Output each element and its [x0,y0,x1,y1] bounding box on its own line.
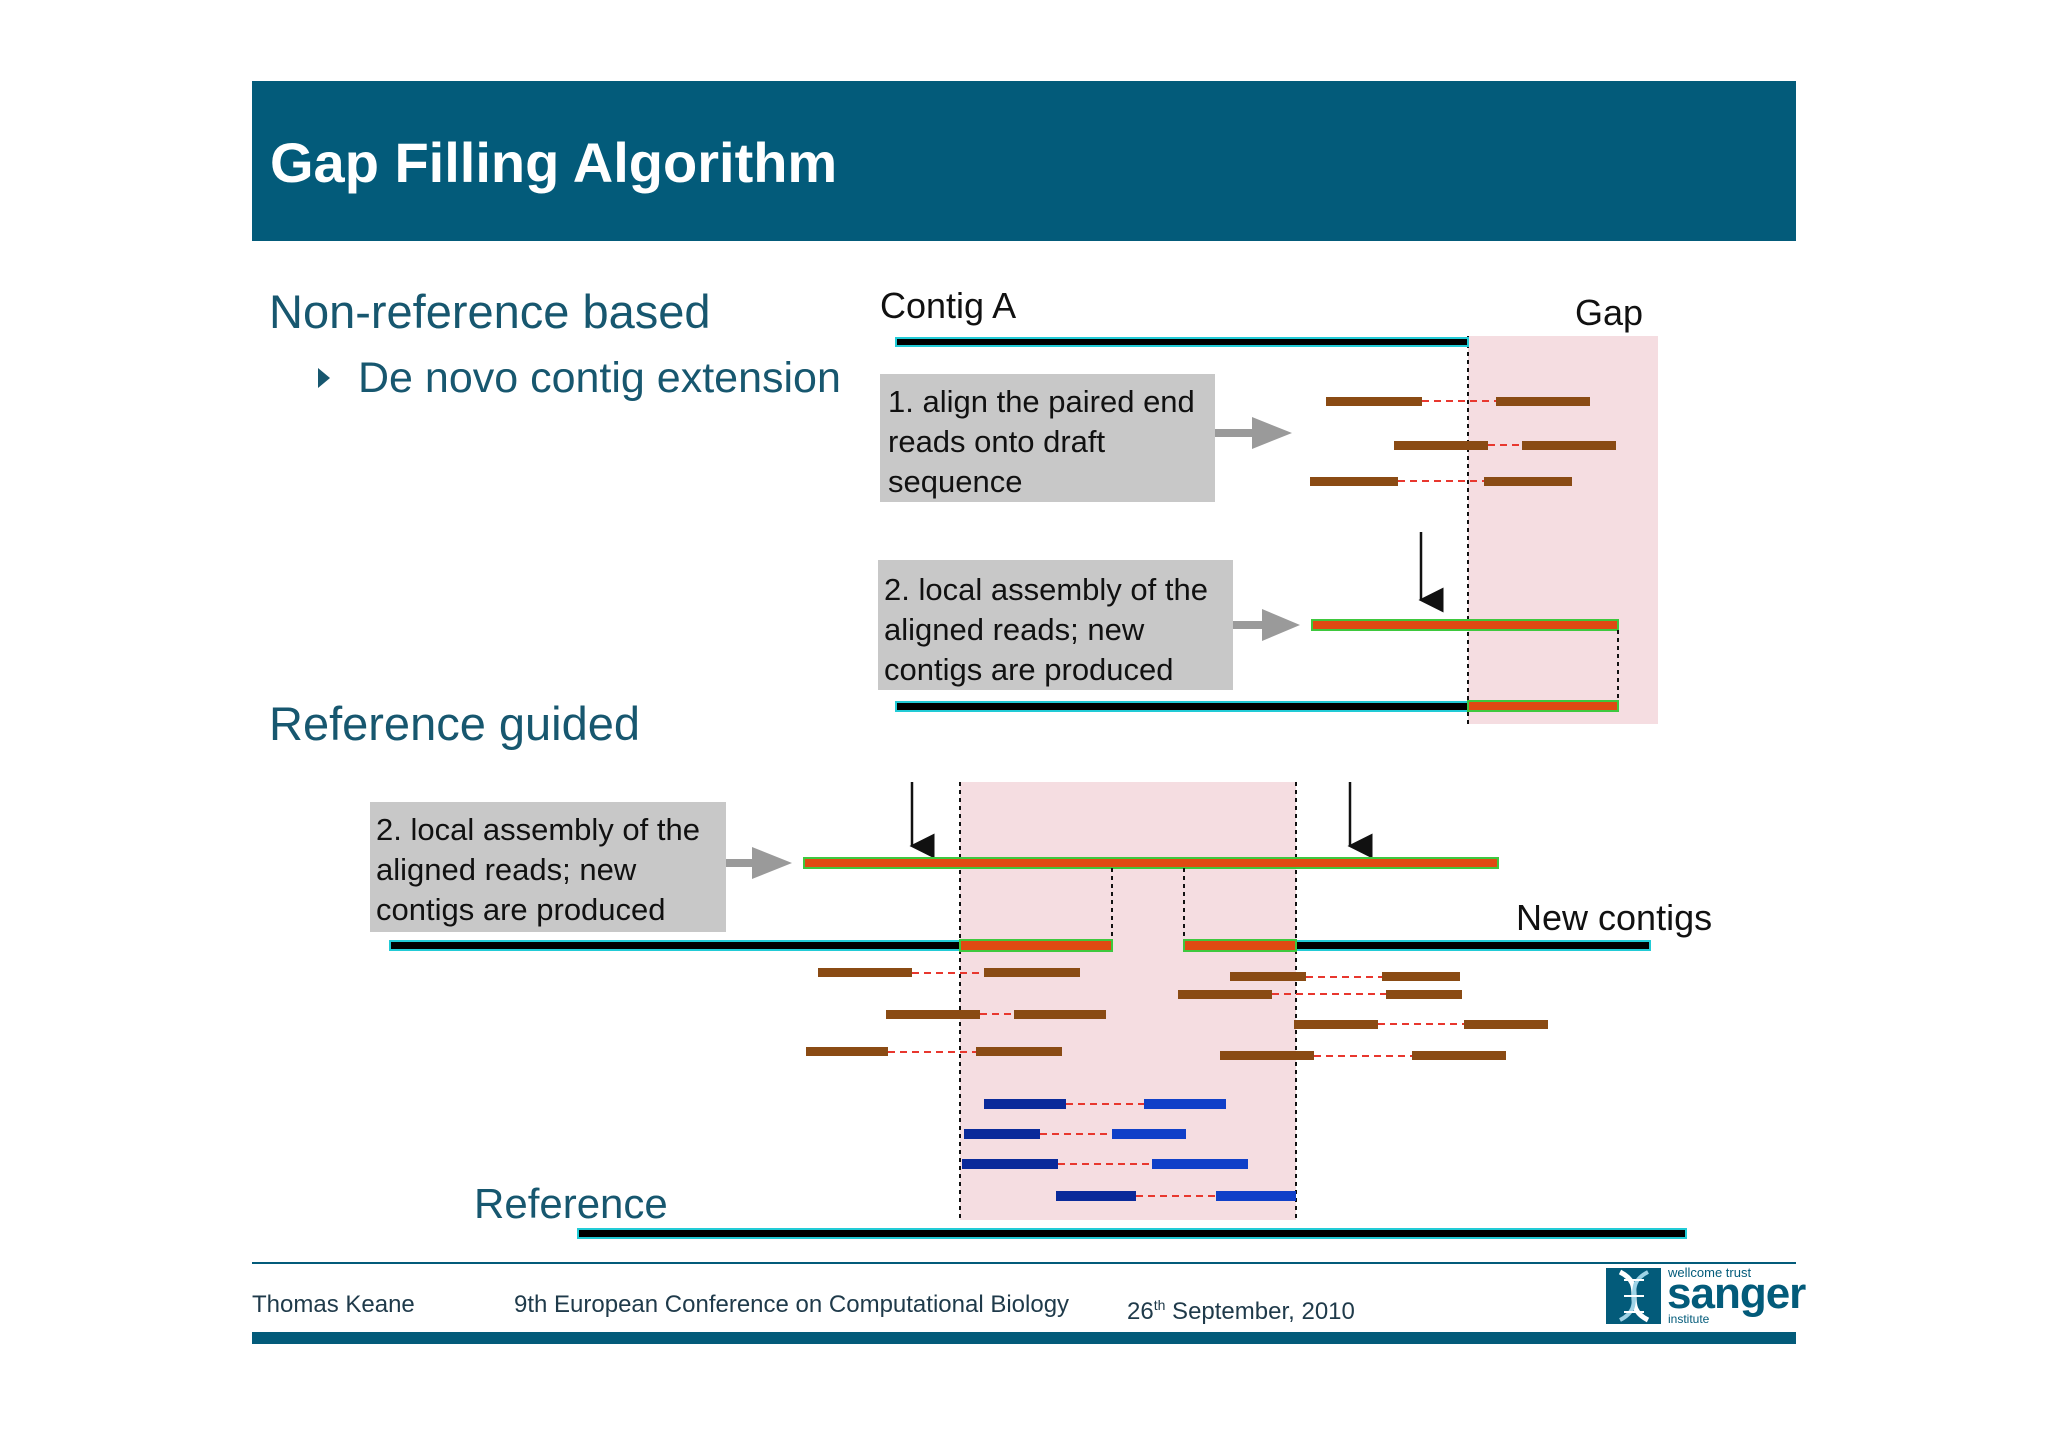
logo-top-text: wellcome trust [1668,1265,1752,1280]
footer-conference: 9th European Conference on Computational… [514,1291,1070,1318]
slide-title: Gap Filling Algorithm [270,131,838,194]
step2-ref-box [370,802,726,932]
sanger-logo: wellcome trust sanger institute [1606,1265,1806,1326]
gap-region-bottom [960,782,1296,1220]
step2-box [878,560,1233,690]
step1-arrow-icon [1215,417,1292,449]
gap-label: Gap [1575,292,1643,333]
reference-line [577,1228,1687,1239]
contig-a-label: Contig A [880,285,1016,326]
title-bar [252,81,1796,241]
step2-line-3: contigs are produced [884,652,1174,687]
step1-line-3: sequence [888,464,1022,499]
read-pairs-brown-bottom [806,968,1548,1060]
triangle-bullet-icon [318,368,330,388]
read-pairs-top [1310,397,1616,486]
contig-left-line [389,940,961,951]
gap-fill-segment-top [1467,700,1619,712]
new-contig-segment-left [959,939,1113,952]
heading-reference-guided: Reference guided [269,697,641,750]
footer-author: Thomas Keane [252,1291,415,1318]
new-contig-segment-right [1183,939,1297,952]
reference-label: Reference [474,1180,668,1227]
step1-box [880,374,1215,502]
gap-region-top [1468,336,1658,724]
step2-line-1: 2. local assembly of the [884,572,1208,607]
step2-ref-line-1: 2. local assembly of the [376,812,700,847]
new-contigs-label: New contigs [1516,897,1712,938]
footer-date: 26th September, 2010 [1127,1297,1355,1325]
heading-non-reference: Non-reference based [269,285,711,338]
logo-bottom-text: institute [1668,1312,1710,1326]
logo-wordmark: sanger [1667,1269,1806,1318]
step2-line-2: aligned reads; new [884,612,1145,647]
step1-line-1: 1. align the paired end [888,384,1195,419]
footer-bar [252,1332,1796,1344]
step2-ref-line-2: aligned reads; new [376,852,637,887]
step2-arrow-icon [1233,609,1300,641]
contig-a-extended-line [895,701,1469,712]
assembled-contig-top [1311,619,1619,631]
assembled-contig-bottom [803,857,1499,869]
contig-a-line [895,337,1469,347]
step2-ref-arrow-icon [726,847,792,879]
bullet-item: De novo contig extension [318,350,841,406]
footer-rule [252,1262,1796,1264]
read-pairs-blue-bottom [962,1099,1296,1201]
bullet-text: De novo contig extension [358,354,841,402]
step2-ref-line-3: contigs are produced [376,892,666,927]
contig-right-line [1295,940,1651,951]
step1-line-2: reads onto draft [888,424,1106,459]
dna-helix-icon [1606,1268,1661,1324]
